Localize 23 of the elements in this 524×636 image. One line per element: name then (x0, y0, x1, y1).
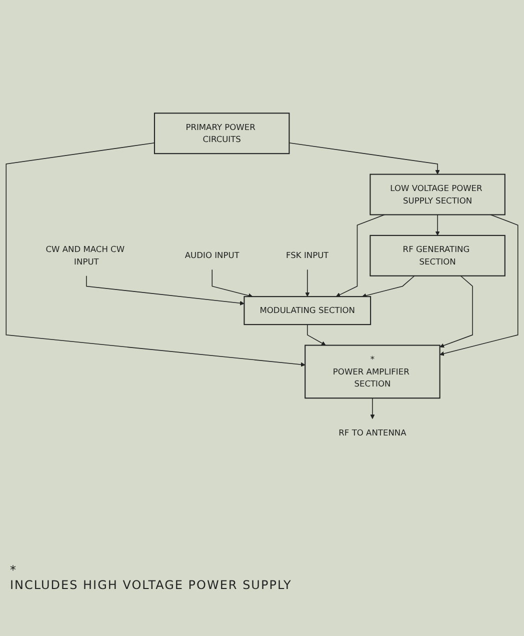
arrow (86, 275, 244, 306)
arrow (440, 214, 518, 356)
node-box: RF GENERATING SECTION (370, 234, 506, 276)
node-box: * POWER AMPLIFIER SECTION (304, 344, 440, 399)
node-text: AUDIO INPUT (184, 250, 240, 260)
arrow (370, 398, 375, 420)
node-box: PRIMARY POWER CIRCUITS (154, 112, 290, 154)
arrow (307, 324, 326, 346)
node-box: LOW VOLTAGE POWER SUPPLY SECTION (370, 174, 506, 216)
arrow (440, 275, 473, 348)
arrow (435, 214, 440, 236)
node-text: FSK INPUT (286, 250, 329, 260)
node-box: MODULATING SECTION (244, 296, 372, 326)
arrow (305, 269, 310, 297)
arrow (288, 142, 440, 175)
node-text: RF TO ANTENNA (338, 428, 406, 438)
arrow (6, 142, 306, 367)
node-text: CW AND MACH CW INPUT (46, 244, 125, 267)
arrow (212, 269, 253, 298)
footnote-text: * (10, 563, 18, 577)
arrow (336, 214, 385, 297)
footnote-text: INCLUDES HIGH VOLTAGE POWER SUPPLY (10, 578, 293, 592)
arrow (362, 275, 415, 298)
